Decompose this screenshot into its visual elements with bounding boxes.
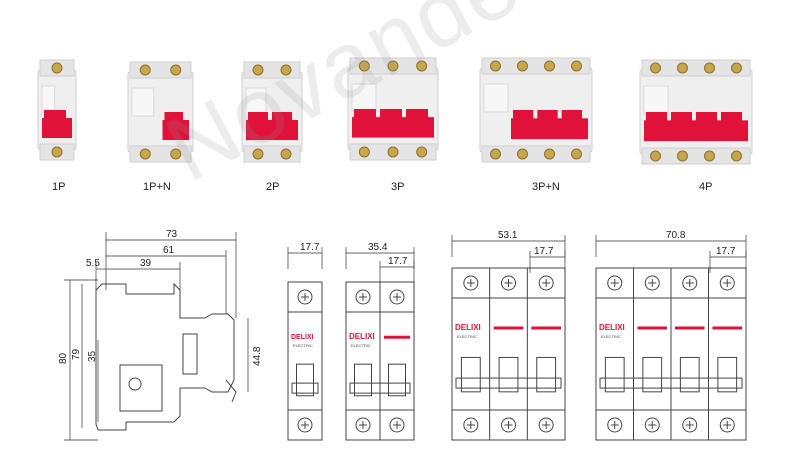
dim-2p-17-7: 17.7 xyxy=(388,256,408,267)
dim-80: 80 xyxy=(58,352,69,364)
front-view-drawings: DELIXI ELECTRIC DELIXI ELECTRIC DELIXI ELECTR… xyxy=(287,235,747,441)
breaker-photo-4p xyxy=(639,59,753,165)
side-view-drawing xyxy=(95,282,237,431)
brand-sub: ELECTRIC xyxy=(293,343,313,348)
dim-3p-53-1: 53.1 xyxy=(498,230,518,241)
label-1p-n: 1P+N xyxy=(143,181,171,193)
brand-logo: DELIXI xyxy=(455,323,481,332)
product-photos xyxy=(37,57,753,165)
dim-2p-35-4: 35.4 xyxy=(368,242,388,253)
dim-35: 35 xyxy=(87,350,98,362)
label-4p: 4P xyxy=(699,181,713,193)
dim-4p-17-7: 17.7 xyxy=(716,246,736,257)
side-view-dimensions xyxy=(64,232,249,441)
brand-sub: ELECTRIC xyxy=(457,334,477,339)
brand-sub: ELECTRIC xyxy=(601,334,621,339)
front-dimension-lines xyxy=(287,235,747,283)
dim-39: 39 xyxy=(140,258,152,269)
front-view-3p: DELIXI ELECTRIC xyxy=(451,267,566,441)
brand-logo: DELIXI xyxy=(349,332,375,341)
dim-73: 73 xyxy=(166,229,178,240)
brand-sub: ELECTRIC xyxy=(351,343,371,348)
dim-61: 61 xyxy=(163,245,175,256)
dim-44-8: 44.8 xyxy=(252,346,263,366)
breaker-photo-3p xyxy=(347,57,439,161)
breaker-photo-1p-n xyxy=(127,61,194,163)
dim-4p-70-8: 70.8 xyxy=(666,230,686,241)
front-view-4p: DELIXI ELECTRIC xyxy=(595,267,747,441)
breaker-photo-1p xyxy=(37,59,77,161)
dim-5-5: 5.5 xyxy=(86,258,100,269)
brand-logo: DELIXI xyxy=(291,334,314,341)
dim-79: 79 xyxy=(71,348,82,360)
breaker-photo-2p xyxy=(241,61,303,163)
breaker-photo-3p-n xyxy=(479,57,593,163)
front-view-1p: DELIXI ELECTRIC xyxy=(287,281,323,441)
label-3p-n: 3P+N xyxy=(532,181,560,193)
dim-1p-17-7: 17.7 xyxy=(300,242,320,253)
label-1p: 1P xyxy=(52,181,66,193)
brand-logo: DELIXI xyxy=(599,323,625,332)
dim-3p-17-7: 17.7 xyxy=(534,246,554,257)
label-3p: 3P xyxy=(391,181,405,193)
label-2p: 2P xyxy=(266,181,280,193)
front-view-2p: DELIXI ELECTRIC xyxy=(345,281,415,441)
